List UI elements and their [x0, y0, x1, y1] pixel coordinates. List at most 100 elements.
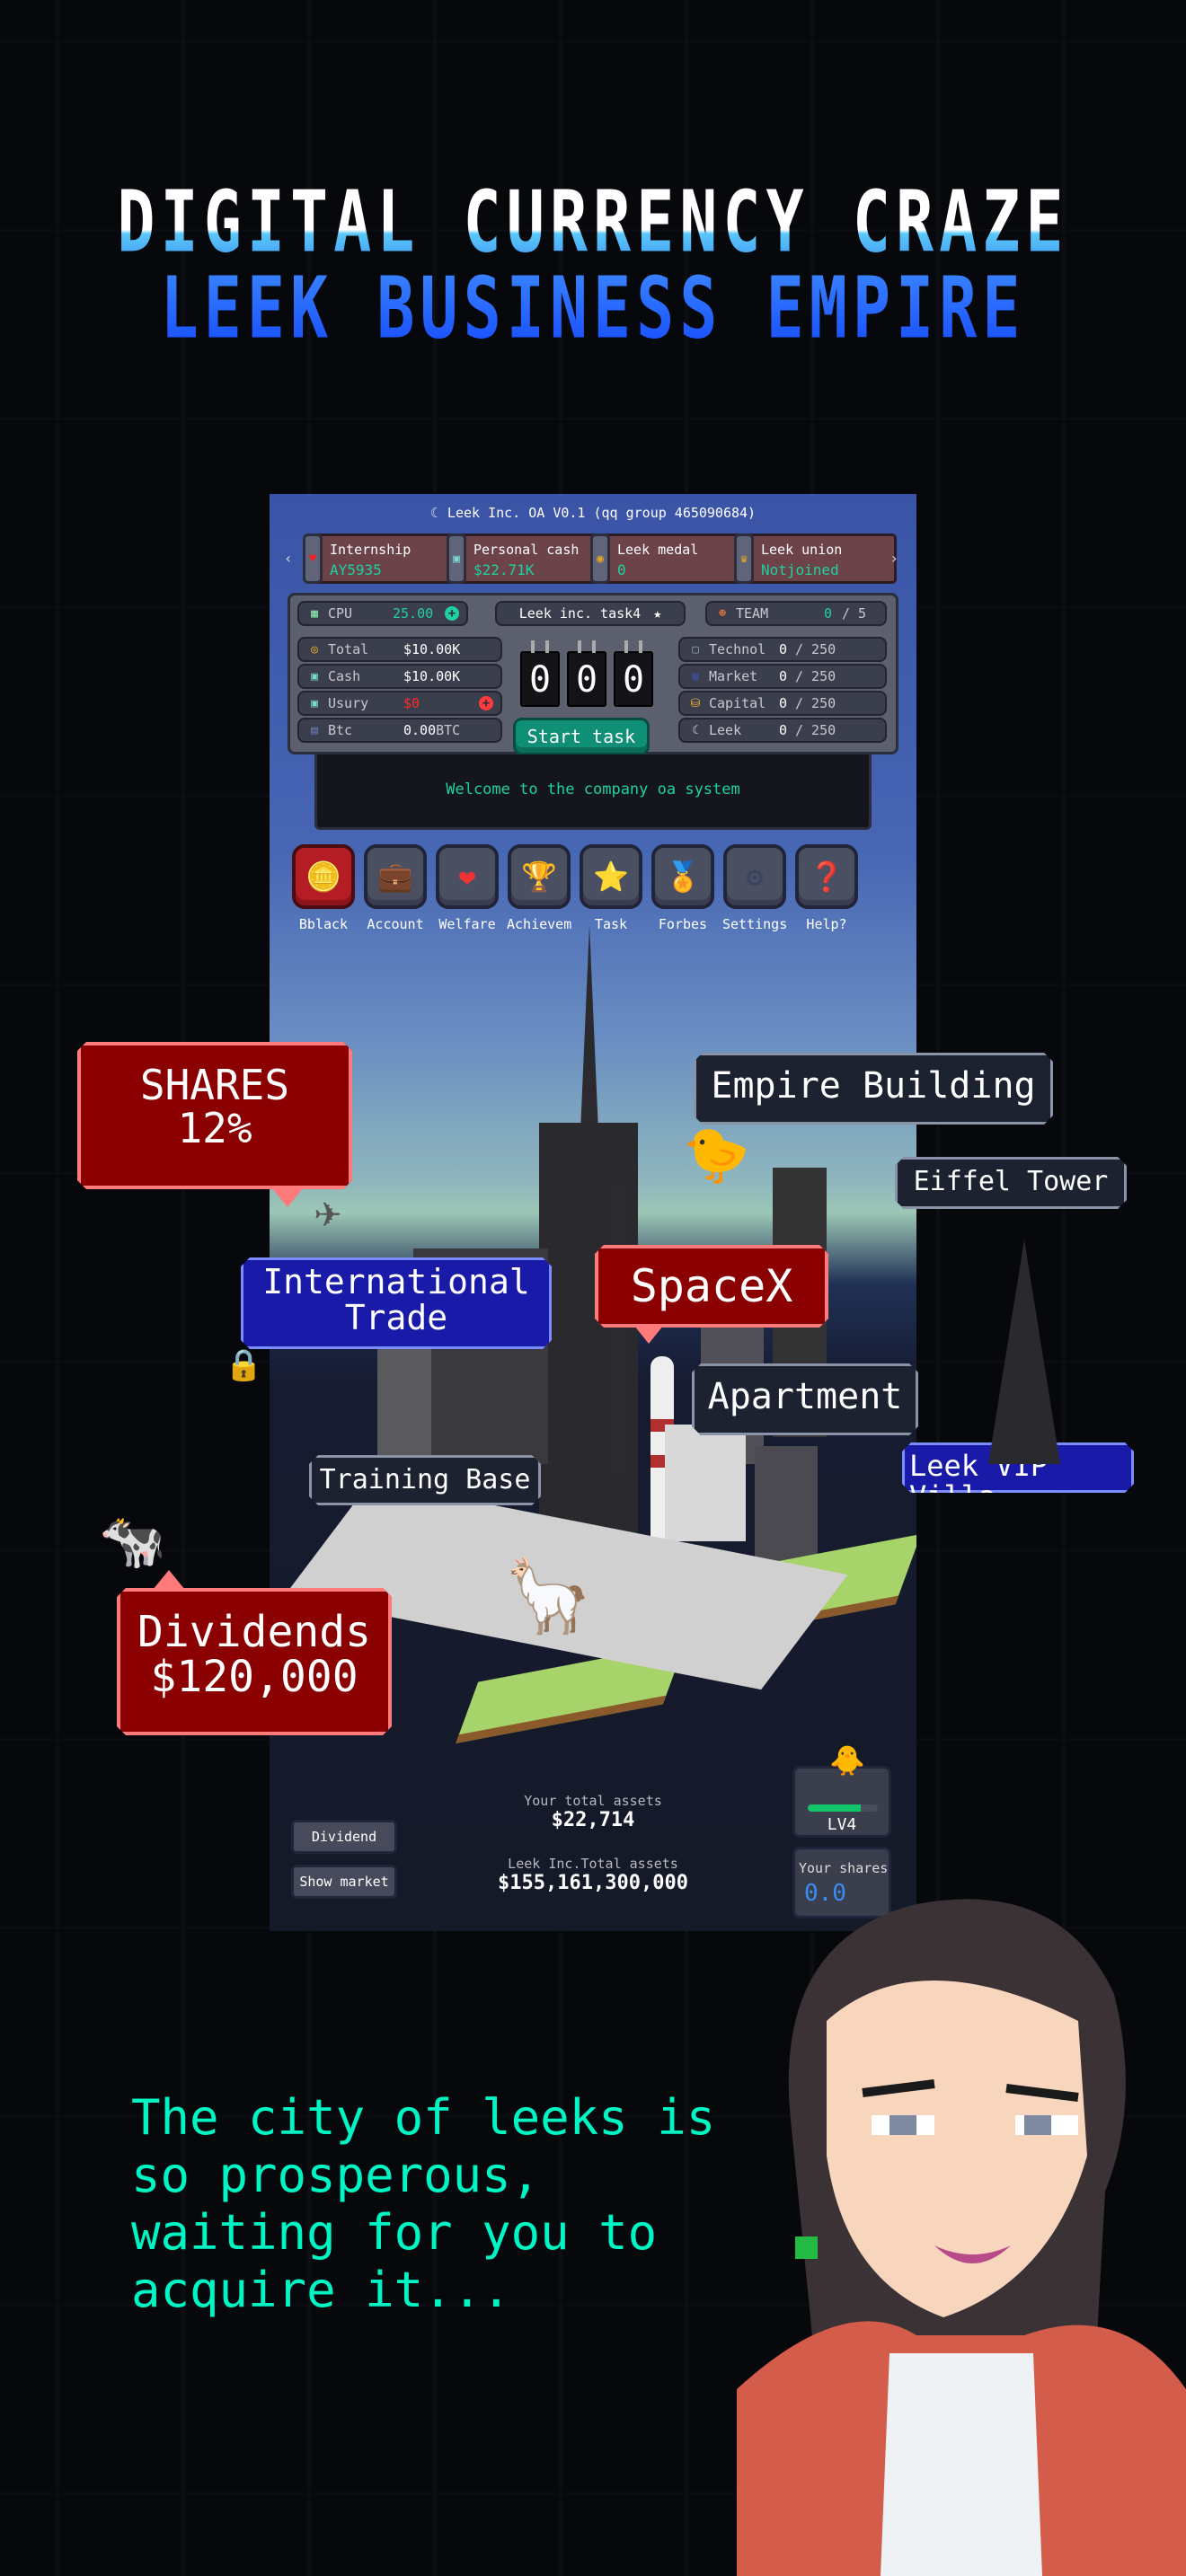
leek-pill: ☾ Leek 0 / 250 [678, 718, 887, 743]
welcome-message: Welcome to the company oa system [314, 754, 872, 830]
stat-label: Usury [328, 695, 369, 711]
stat-label: Internship [330, 542, 412, 558]
add-usury-button[interactable]: + [479, 696, 493, 710]
apartment-callout[interactable]: Apartment [692, 1363, 918, 1435]
team-label: TEAM [736, 605, 769, 622]
lock-icon: 🔒 [225, 1347, 263, 1383]
callout-text: Eiffel Tower [913, 1166, 1109, 1197]
stat-card-internship[interactable]: ♥ Internship AY5935 [303, 534, 465, 584]
company-assets-label: Leek Inc.Total assets [508, 1856, 678, 1872]
counter-digit: 0 [520, 640, 560, 707]
stat-label: Leek union [761, 542, 843, 558]
grass-island [677, 1534, 916, 1645]
dividend-button[interactable]: Dividend [291, 1820, 397, 1854]
stat-card-leek-medal[interactable]: ◉ Leek medal 0 [590, 534, 753, 584]
callout-tail [153, 1570, 185, 1590]
market-pill: ■ Market 0 / 250 [678, 664, 887, 689]
skyscraper [539, 1123, 638, 1626]
callout-text: SHARES [139, 1061, 290, 1109]
callout-text: Training Base [319, 1464, 531, 1495]
usury-pill: ▣ Usury $0 + [297, 691, 502, 716]
callout-tail [634, 1326, 663, 1344]
skyscraper-spire [580, 925, 598, 1132]
menu-label: Forbes [658, 916, 708, 932]
trophy-icon: 🏆 [521, 860, 557, 894]
technol-pill: ▢ Technol 0 / 250 [678, 637, 887, 662]
menu-item-settings[interactable]: ⚙ Settings [722, 844, 787, 932]
eyebrows [862, 2079, 1079, 2102]
next-arrow-icon[interactable]: › [890, 550, 898, 567]
headline-line-1: DIGITAL CURRENCY CRAZE [0, 172, 1186, 272]
game-title-bar: ☾Leek Inc. OA V0.1 (qq group 465090684) [270, 505, 916, 521]
callout-text: $120,000 [150, 1652, 358, 1703]
stat-label: Market [709, 668, 758, 684]
stat-max: / 250 [795, 668, 836, 684]
stat-value: Notjoined [761, 561, 839, 578]
prev-arrow-icon[interactable]: ‹ [284, 550, 293, 567]
stat-value: $10.00K [403, 668, 461, 684]
stat-max: / 250 [795, 695, 836, 711]
empire-building-callout[interactable]: Empire Building [694, 1053, 1053, 1125]
menu-label: Achievem [507, 916, 572, 932]
counter-digit: 0 [567, 640, 606, 707]
question-icon: ❓ [809, 860, 845, 894]
stat-label: Cash [328, 668, 361, 684]
stat-value: $0 [403, 695, 420, 711]
stat-card-leek-union[interactable]: ♛ Leek union Notjoined [734, 534, 897, 584]
duck-character: 🐤 [683, 1124, 750, 1187]
your-assets-label: Your total assets [524, 1793, 662, 1809]
star-icon: ★ [653, 605, 662, 622]
pet-level-box[interactable]: 🐥 LV4 [792, 1743, 891, 1838]
start-task-button[interactable]: Start task [513, 718, 650, 755]
company-assets-value: $155,161,300,000 [498, 1872, 688, 1894]
eiffel-tower-callout[interactable]: Eiffel Tower [895, 1157, 1127, 1209]
stat-card-personal-cash[interactable]: ▣ Personal cash $22.71K [447, 534, 609, 584]
medal-icon: ◉ [597, 551, 604, 566]
mouth [934, 2245, 1011, 2263]
stat-current: 0 [779, 641, 788, 657]
office-building [755, 1446, 818, 1572]
stat-label: Leek medal [617, 542, 699, 558]
team-pill[interactable]: ☻ TEAM 0 / 5 [705, 601, 887, 626]
stat-current: 0 [779, 695, 788, 711]
your-assets-value: $22,714 [551, 1809, 635, 1831]
badge-icon: 🏅 [665, 860, 701, 894]
callout-text: Apartment [707, 1376, 903, 1417]
international-trade-callout[interactable]: International Trade [241, 1257, 552, 1349]
menu-item-help[interactable]: ❓ Help? [794, 844, 859, 932]
main-menu: 🪙 Bblack 💼 Account ❤ Welfare 🏆 Achievem … [282, 844, 911, 952]
stat-label: Leek [709, 722, 742, 738]
total-pill: ◎ Total $10.00K [297, 637, 502, 662]
training-base-callout[interactable]: Training Base [309, 1455, 541, 1505]
level-label: LV4 [827, 1815, 857, 1834]
stat-value: 0 [617, 561, 626, 578]
cash-icon: ▣ [453, 551, 460, 566]
add-cpu-button[interactable]: + [445, 606, 459, 621]
task-label: Leek inc. task4 [518, 605, 642, 622]
coin-icon: 🪙 [305, 860, 341, 894]
shares-callout: SHARES 12% [77, 1042, 352, 1189]
your-shares-box[interactable]: Your shares 0.0 [792, 1847, 891, 1919]
menu-item-achievements[interactable]: 🏆 Achievem [507, 844, 571, 932]
menu-label: Account [367, 916, 424, 932]
counter-digit: 0 [614, 640, 653, 707]
menu-item-task[interactable]: ⭐ Task [579, 844, 643, 932]
company-assets: Leek Inc.Total assets $155,161,300,000 [431, 1856, 755, 1894]
crown-icon: ♛ [740, 551, 748, 566]
menu-item-account[interactable]: 💼 Account [363, 844, 428, 932]
headline-line-2: LEEK BUSINESS EMPIRE [0, 259, 1186, 358]
leek-moon-icon: ☾ [429, 505, 438, 521]
menu-item-bblack[interactable]: 🪙 Bblack [291, 844, 356, 932]
show-market-button[interactable]: Show market [291, 1865, 397, 1899]
earring [795, 2236, 818, 2259]
heart-icon: ♥ [309, 551, 316, 566]
dividends-callout: Dividends $120,000 [117, 1588, 392, 1735]
menu-item-welfare[interactable]: ❤ Welfare [435, 844, 500, 932]
menu-item-forbes[interactable]: 🏅 Forbes [651, 844, 715, 932]
callout-text: Trade [344, 1297, 448, 1337]
spacex-callout[interactable]: SpaceX [595, 1245, 828, 1328]
stat-current: 0 [779, 722, 788, 738]
menu-label: Welfare [438, 916, 496, 932]
task-pill[interactable]: Leek inc. task4 ★ [495, 601, 686, 626]
stat-label: Personal cash [474, 542, 580, 558]
